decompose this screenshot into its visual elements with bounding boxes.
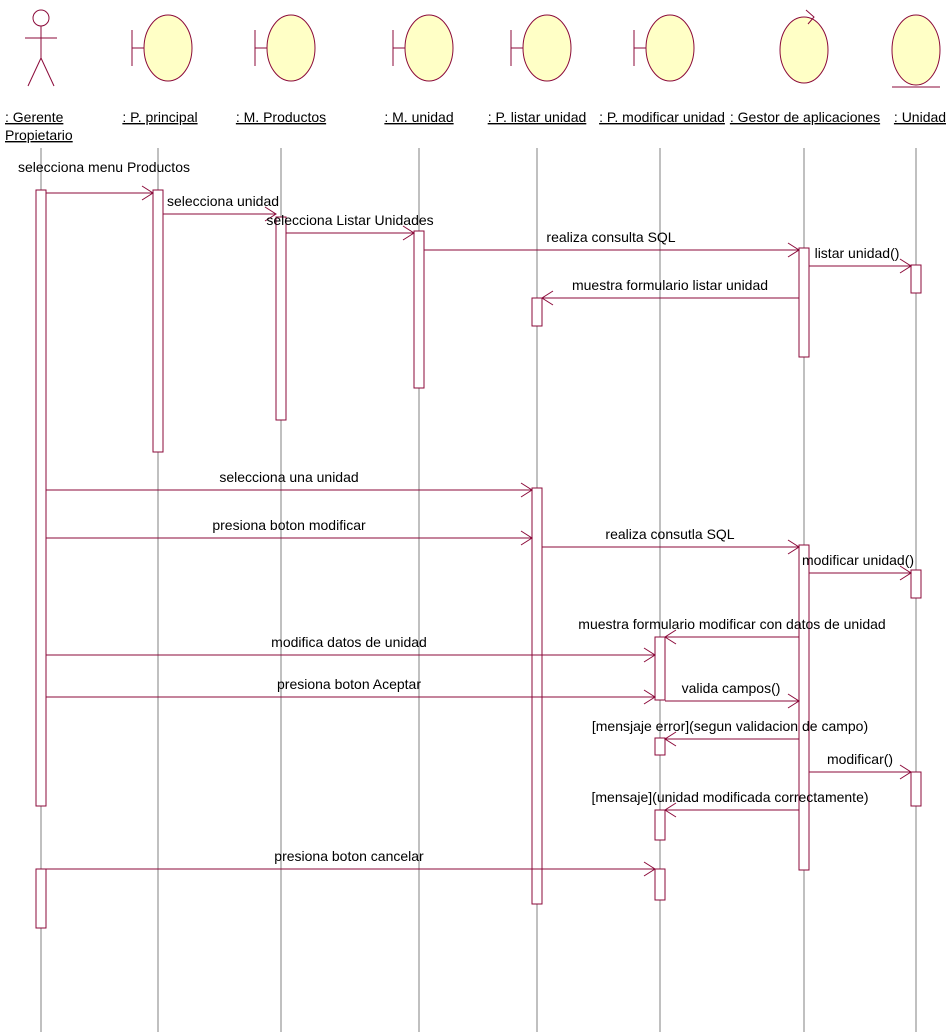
message <box>46 861 656 877</box>
arrowhead-icon <box>899 565 912 581</box>
message-label: muestra formulario listar unidad <box>572 277 768 293</box>
message-label: modificar unidad() <box>802 552 914 568</box>
arrowhead-icon <box>899 258 912 274</box>
message-label: muestra formulario modificar con datos d… <box>578 616 885 632</box>
actor-icon <box>25 9 57 87</box>
message <box>664 629 799 645</box>
arrowhead-icon <box>787 693 800 709</box>
message <box>665 693 800 709</box>
activation-gestor <box>798 544 810 871</box>
arrowhead-icon <box>664 629 677 645</box>
message-label: selecciona unidad <box>167 193 279 209</box>
activation-pmodificar <box>654 809 666 841</box>
message-label: presiona boton Aceptar <box>277 676 421 692</box>
participant-label: Propietario <box>5 127 73 143</box>
message <box>286 225 415 241</box>
activation-gerente <box>35 868 47 929</box>
message-label: listar unidad() <box>815 245 900 261</box>
arrowhead-icon <box>899 764 912 780</box>
arrowhead-icon <box>787 539 800 555</box>
arrowhead-icon <box>541 290 554 306</box>
message <box>809 565 912 581</box>
arrowhead-icon <box>402 225 415 241</box>
message <box>664 802 799 818</box>
boundary-icon <box>633 14 695 82</box>
message-label: realiza consulta SQL <box>546 229 675 245</box>
message <box>809 764 912 780</box>
message-label: [mensaje](unidad modificada correctament… <box>591 789 868 805</box>
activation-pmodificar <box>654 737 666 756</box>
message <box>542 539 800 555</box>
participant-label: : M. unidad <box>384 109 453 125</box>
activation-munidad <box>413 230 425 389</box>
participant-label: : Unidad <box>894 109 946 125</box>
message-label: selecciona menu Productos <box>18 159 190 175</box>
message <box>809 258 912 274</box>
activation-gestor <box>798 247 810 358</box>
message <box>664 731 799 747</box>
arrowhead-icon <box>141 185 154 201</box>
arrowhead-icon <box>664 802 677 818</box>
boundary-icon <box>131 14 193 82</box>
activation-plistar <box>531 487 543 905</box>
arrowhead-icon <box>520 530 533 546</box>
arrowhead-icon <box>643 689 656 705</box>
message-label: selecciona una unidad <box>219 469 358 485</box>
activation-pmodificar <box>654 636 666 701</box>
message <box>163 206 277 222</box>
entity-icon <box>891 14 941 88</box>
activation-unidad <box>910 771 922 807</box>
message <box>46 530 533 546</box>
arrowhead-icon <box>787 242 800 258</box>
message <box>424 242 800 258</box>
message <box>46 185 154 201</box>
message <box>46 482 533 498</box>
activation-gerente <box>35 189 47 807</box>
activation-pprincipal <box>152 189 164 453</box>
arrowhead-icon <box>643 647 656 663</box>
message-label: presiona boton cancelar <box>274 848 424 864</box>
message-label: realiza consutla SQL <box>605 526 734 542</box>
message-label: modificar() <box>827 751 893 767</box>
control-icon <box>779 9 829 84</box>
boundary-icon <box>510 14 572 82</box>
activation-mproductos <box>275 216 287 421</box>
message-label: valida campos() <box>682 680 781 696</box>
activation-pmodificar <box>654 868 666 901</box>
participant-label: : P. listar unidad <box>488 109 587 125</box>
message <box>541 290 799 306</box>
participant-label: : M. Productos <box>236 109 326 125</box>
message-label: presiona boton modificar <box>212 517 366 533</box>
arrowhead-icon <box>664 731 677 747</box>
arrowhead-icon <box>643 861 656 877</box>
boundary-icon <box>254 14 316 82</box>
activation-unidad <box>910 264 922 294</box>
boundary-icon <box>392 14 454 82</box>
message <box>46 647 656 663</box>
message-label: modifica datos de unidad <box>271 634 427 650</box>
message <box>46 689 656 705</box>
activation-unidad <box>910 569 922 599</box>
participant-label: : P. modificar unidad <box>599 109 725 125</box>
participant-label: : Gerente <box>5 109 64 125</box>
message-label: selecciona Listar Unidades <box>266 212 433 228</box>
message-label: [mensjaje error](segun validacion de cam… <box>592 718 868 734</box>
arrowhead-icon <box>264 206 277 222</box>
participant-label: : P. principal <box>122 109 197 125</box>
activation-plistar <box>531 297 543 327</box>
participant-label: : Gestor de aplicaciones <box>730 109 880 125</box>
arrowhead-icon <box>520 482 533 498</box>
